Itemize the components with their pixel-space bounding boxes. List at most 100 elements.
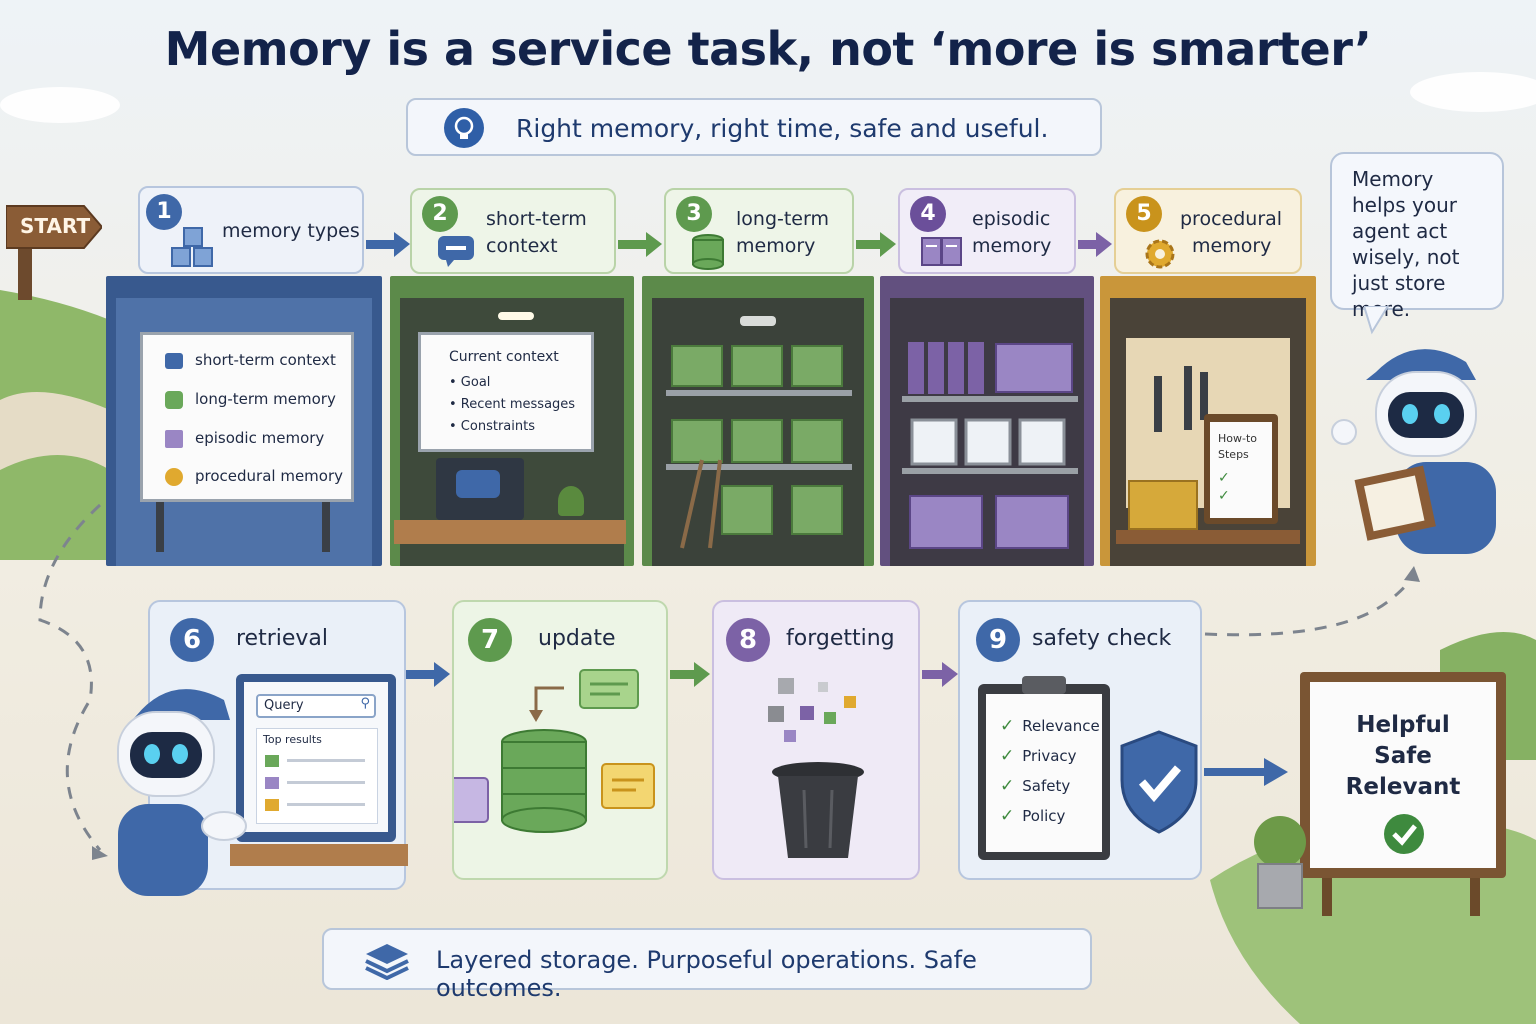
layers-icon [365, 944, 409, 980]
start-sign-label: START [20, 214, 91, 238]
operation-label: safety check [1032, 626, 1172, 651]
subtitle-banner: Right memory, right time, safe and usefu… [406, 98, 1102, 156]
booth-procedural-memory: How-to Steps ✓ ✓ [1100, 276, 1316, 566]
list-item: • Goal [449, 375, 491, 390]
database-icon [692, 234, 724, 270]
start-sign: START [6, 202, 102, 252]
check-circle-icon [1384, 814, 1424, 854]
stage-card-episodic: 4 episodic memory [898, 188, 1076, 274]
stage-label-line2: memory [1192, 235, 1272, 257]
stage-number-badge: 1 [146, 194, 182, 230]
stage-card-memory-types: 1 memory types [138, 186, 364, 274]
check-item: Relevance [1000, 716, 1099, 736]
operation-card-safety-check: 9 safety check Relevance Privacy Safety … [958, 600, 1202, 880]
booth-episodic-memory [880, 276, 1094, 566]
outcome-sign-text: Helpful Safe Relevant [1345, 712, 1461, 800]
trash-can-icon [768, 678, 864, 858]
stage-number-badge: 4 [910, 196, 946, 232]
arrow-right-icon [670, 662, 710, 687]
update-database-illustration [454, 669, 655, 833]
safety-clipboard: Relevance Privacy Safety Policy [978, 676, 1110, 860]
bubble-tail [1364, 306, 1390, 335]
operation-label: retrieval [236, 626, 329, 651]
operation-card-update: 7 update [452, 600, 668, 880]
wrench-icon [1154, 366, 1208, 432]
plant-icon [558, 486, 584, 516]
photo-icon [910, 418, 958, 466]
gear-icon [1145, 239, 1175, 269]
lightbulb-icon [444, 108, 484, 148]
check-item: Policy [1000, 806, 1065, 826]
operation-number-badge: 8 [726, 618, 770, 662]
memory-types-board: short-term context long-term memory epis… [140, 332, 354, 502]
list-item: long-term memory [165, 390, 336, 409]
database-icon [165, 390, 183, 409]
storage-box [1128, 480, 1198, 530]
book-icon [165, 429, 183, 448]
search-input-label: Query [264, 698, 304, 713]
arrow-right-icon [406, 662, 450, 687]
arrow-right-icon [618, 232, 662, 257]
booth-memory-types: short-term context long-term memory epis… [106, 276, 382, 566]
speech-bubble-text: Memory helps your agent act wisely, not … [1352, 167, 1460, 321]
list-item: short-term context [165, 351, 336, 369]
operation-card-retrieval: 6 retrieval Query ⚲ Top results [148, 600, 408, 890]
result-row [265, 777, 279, 789]
robot-mascot-icon [1331, 349, 1496, 554]
flow-arrows-bottom [406, 662, 1288, 786]
cubes-icon [171, 227, 213, 267]
monitor-icon [436, 458, 524, 520]
stage-label-line1: short-term [486, 208, 587, 230]
search-input[interactable]: Query ⚲ [256, 694, 376, 718]
photo-icon [1018, 418, 1066, 466]
results-label: Top results [263, 733, 322, 746]
howto-label-line2: Steps [1218, 448, 1249, 461]
plant-icon [1254, 816, 1306, 909]
stage-label-line1: procedural [1180, 208, 1283, 230]
list-item: episodic memory [165, 429, 324, 448]
footer-text: Layered storage. Purposeful operations. … [436, 946, 977, 1002]
operation-number-badge: 9 [976, 618, 1020, 662]
howto-label-line1: How-to [1218, 432, 1258, 445]
arrow-right-icon [1204, 758, 1288, 786]
search-icon: ⚲ [360, 696, 370, 711]
stage-label-line2: context [486, 235, 558, 257]
list-item: • Recent messages [449, 397, 576, 412]
arrow-right-icon [366, 232, 410, 257]
robot-assistant-icon [117, 689, 247, 896]
stage-card-short-term: 2 short-term context [410, 188, 616, 274]
operation-label: forgetting [786, 626, 895, 651]
chat-icon [165, 352, 183, 369]
page-title: Memory is a service task, not ‘more is s… [164, 22, 1372, 76]
check-icon: ✓ [1218, 470, 1230, 486]
stage-label-line1: episodic [972, 208, 1051, 230]
arrow-right-icon [922, 662, 958, 687]
outcome-sign: Helpful Safe Relevant [1300, 672, 1506, 878]
context-board-heading: Current context [449, 349, 559, 365]
check-item: Safety [1000, 776, 1070, 796]
booth-long-term-memory [642, 276, 874, 566]
check-item: Privacy [1000, 746, 1076, 766]
check-icon: ✓ [1218, 488, 1230, 504]
stage-label-line2: memory [736, 235, 816, 257]
stage-card-long-term: 3 long-term memory [664, 188, 854, 274]
arrow-right-icon [856, 232, 896, 257]
list-item: procedural memory [165, 467, 343, 486]
operation-label: update [538, 626, 616, 651]
stage-number-badge: 3 [676, 196, 712, 232]
episodic-shelves [902, 342, 1078, 549]
operation-number-badge: 7 [468, 618, 512, 662]
operation-number-badge: 6 [170, 618, 214, 662]
list-item: • Constraints [449, 419, 535, 434]
stage-number-badge: 5 [1126, 196, 1162, 232]
results-panel: Top results [256, 728, 378, 824]
chat-icon [438, 236, 474, 267]
retrieval-monitor: Query ⚲ Top results [236, 674, 396, 842]
photo-icon [964, 418, 1012, 466]
operation-card-forgetting: 8 forgetting [712, 600, 920, 880]
result-row [265, 799, 279, 811]
footer-banner: Layered storage. Purposeful operations. … [322, 928, 1092, 1002]
arrow-right-icon [1078, 232, 1112, 257]
book-icon [921, 237, 962, 266]
